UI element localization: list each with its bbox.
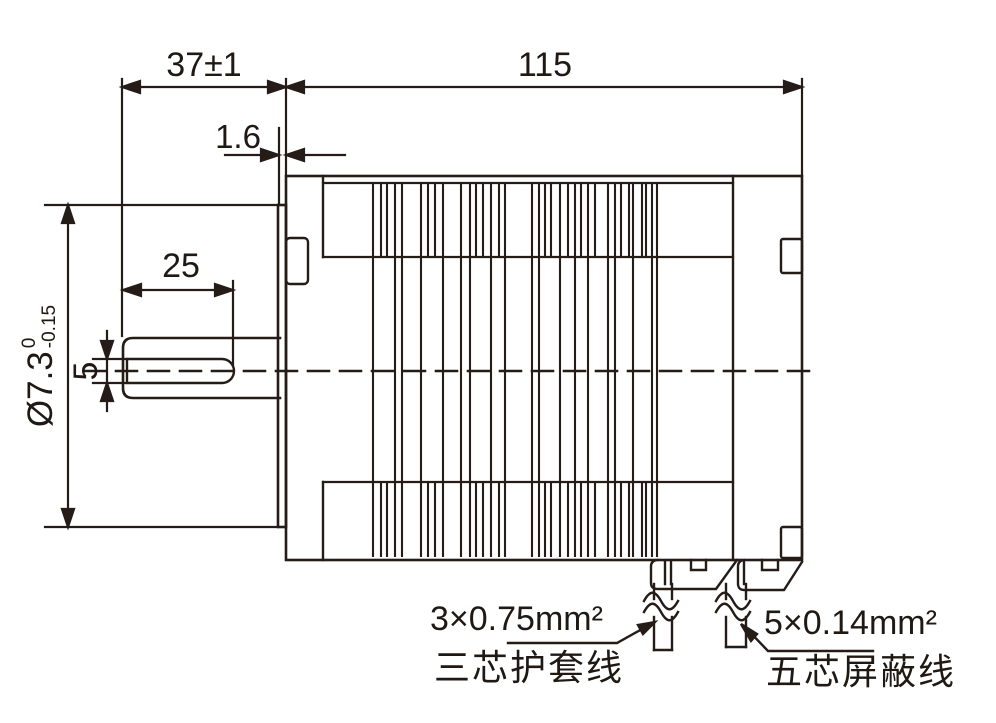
dimension-diameter — [43, 201, 280, 531]
front-pilot-plate — [276, 203, 288, 529]
cable-right — [714, 582, 752, 649]
shaft-flat-slot — [125, 357, 236, 385]
dimension-25 — [119, 279, 237, 367]
diameter-tolerance: 0 -0.15 — [19, 304, 60, 349]
fin-lines-short — [379, 181, 648, 558]
cable-left-name: 三芯护套线 — [434, 647, 625, 688]
connector-notch-right — [760, 558, 780, 572]
cable-slot-left — [663, 559, 673, 586]
connector-housing-left — [649, 558, 739, 591]
connector-housings — [649, 558, 804, 592]
tolerance-upper: 0 — [19, 337, 41, 349]
dimension-lines — [43, 77, 806, 531]
break-mark — [714, 591, 752, 611]
cable-left — [642, 582, 680, 652]
cables — [642, 582, 752, 652]
break-mark — [714, 602, 752, 622]
dim-label-pilot-diameter: Ø7.3 0 -0.15 — [19, 261, 60, 471]
cable-left-spec: 3×0.75mm² — [430, 600, 603, 638]
dim-label-flat-length: 25 — [162, 247, 200, 285]
break-mark — [642, 602, 680, 622]
dimension-1-6 — [223, 126, 347, 207]
dimension-37-and-115 — [118, 77, 806, 338]
dim-label-flat-height: 5 — [67, 361, 105, 381]
break-mark — [642, 591, 680, 611]
dimension-5 — [91, 329, 127, 413]
cable-right-name: 五芯屏蔽线 — [766, 651, 957, 692]
diameter-value: Ø7.3 — [20, 351, 60, 428]
leader-lines — [506, 620, 875, 653]
cooling-fins — [371, 181, 659, 558]
dim-label-shaft-extension: 37±1 — [166, 46, 242, 84]
motor-body-outline — [284, 174, 804, 562]
dim-label-pilot-depth: 1.6 — [215, 118, 261, 155]
tolerance-lower: -0.15 — [39, 304, 60, 349]
shaft — [121, 336, 282, 400]
fin-lines-long — [371, 181, 659, 558]
connector-housing-right — [736, 558, 804, 592]
cable-right-spec: 5×0.14mm² — [764, 604, 937, 642]
leader-left-cable — [506, 620, 659, 645]
connector-notch-left — [689, 558, 708, 572]
leader-right-cable — [739, 622, 875, 653]
dim-label-body-length: 115 — [517, 46, 573, 84]
